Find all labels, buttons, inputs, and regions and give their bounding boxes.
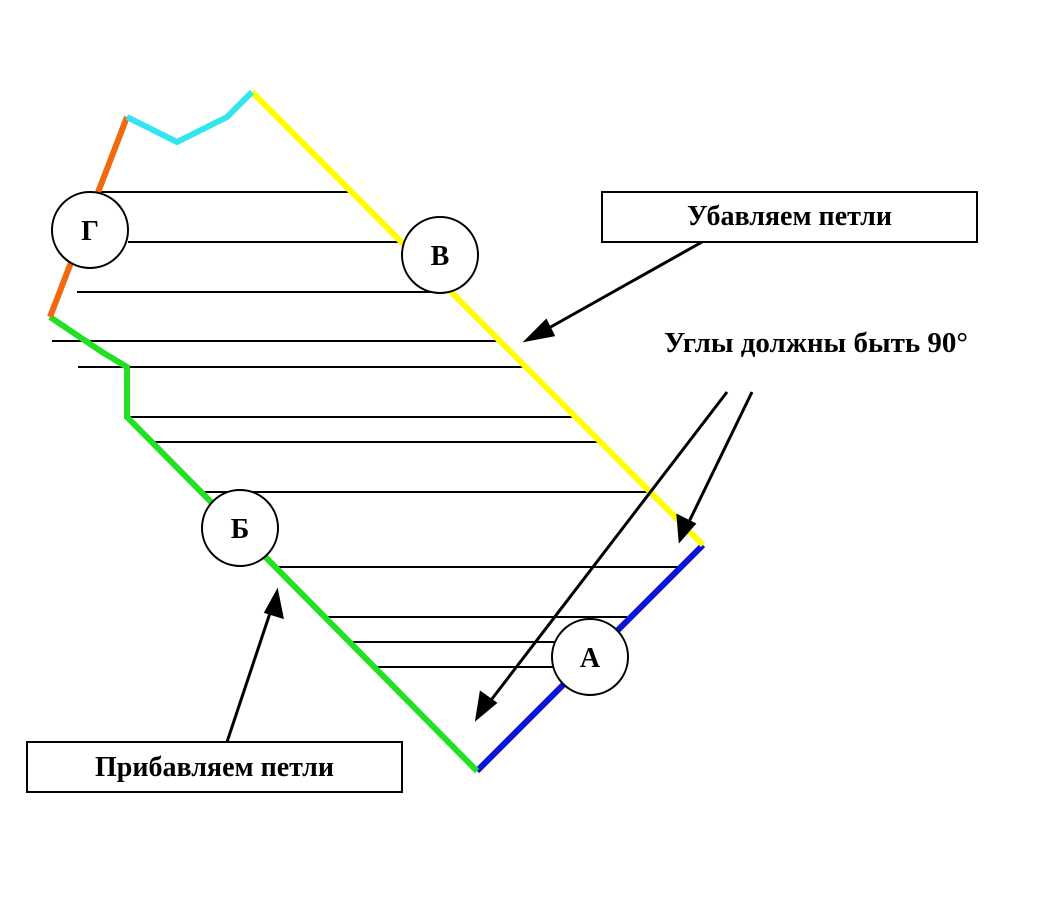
arrow-line (225, 603, 275, 743)
increase-label: Прибавляем петли (95, 752, 334, 783)
angles-label: Углы должны быть 90° (664, 327, 968, 359)
edge-cyan (125, 89, 255, 146)
increase-label-box: Прибавляем петли (26, 741, 403, 793)
marker-b-label: Б (231, 514, 250, 545)
arrowhead-icon (263, 587, 284, 620)
arrow-line (684, 391, 754, 529)
arrowhead-icon (676, 513, 697, 544)
edge-yellow (249, 89, 706, 548)
stitch-rows (52, 191, 678, 668)
arrowhead-icon (474, 690, 498, 722)
marker-v: В (401, 216, 479, 294)
arrow-line (539, 240, 703, 335)
arrowhead-icon (522, 318, 556, 343)
arrows (225, 240, 754, 743)
marker-a: А (551, 618, 629, 696)
marker-g: Г (51, 191, 129, 269)
marker-v-label: В (431, 241, 450, 272)
decrease-label-box: Убавляем петли (601, 191, 978, 243)
marker-g-label: Г (81, 216, 99, 247)
decrease-label: Убавляем петли (687, 201, 892, 232)
marker-b: Б (201, 489, 279, 567)
arrow-line (483, 391, 729, 709)
marker-a-label: А (580, 643, 601, 674)
